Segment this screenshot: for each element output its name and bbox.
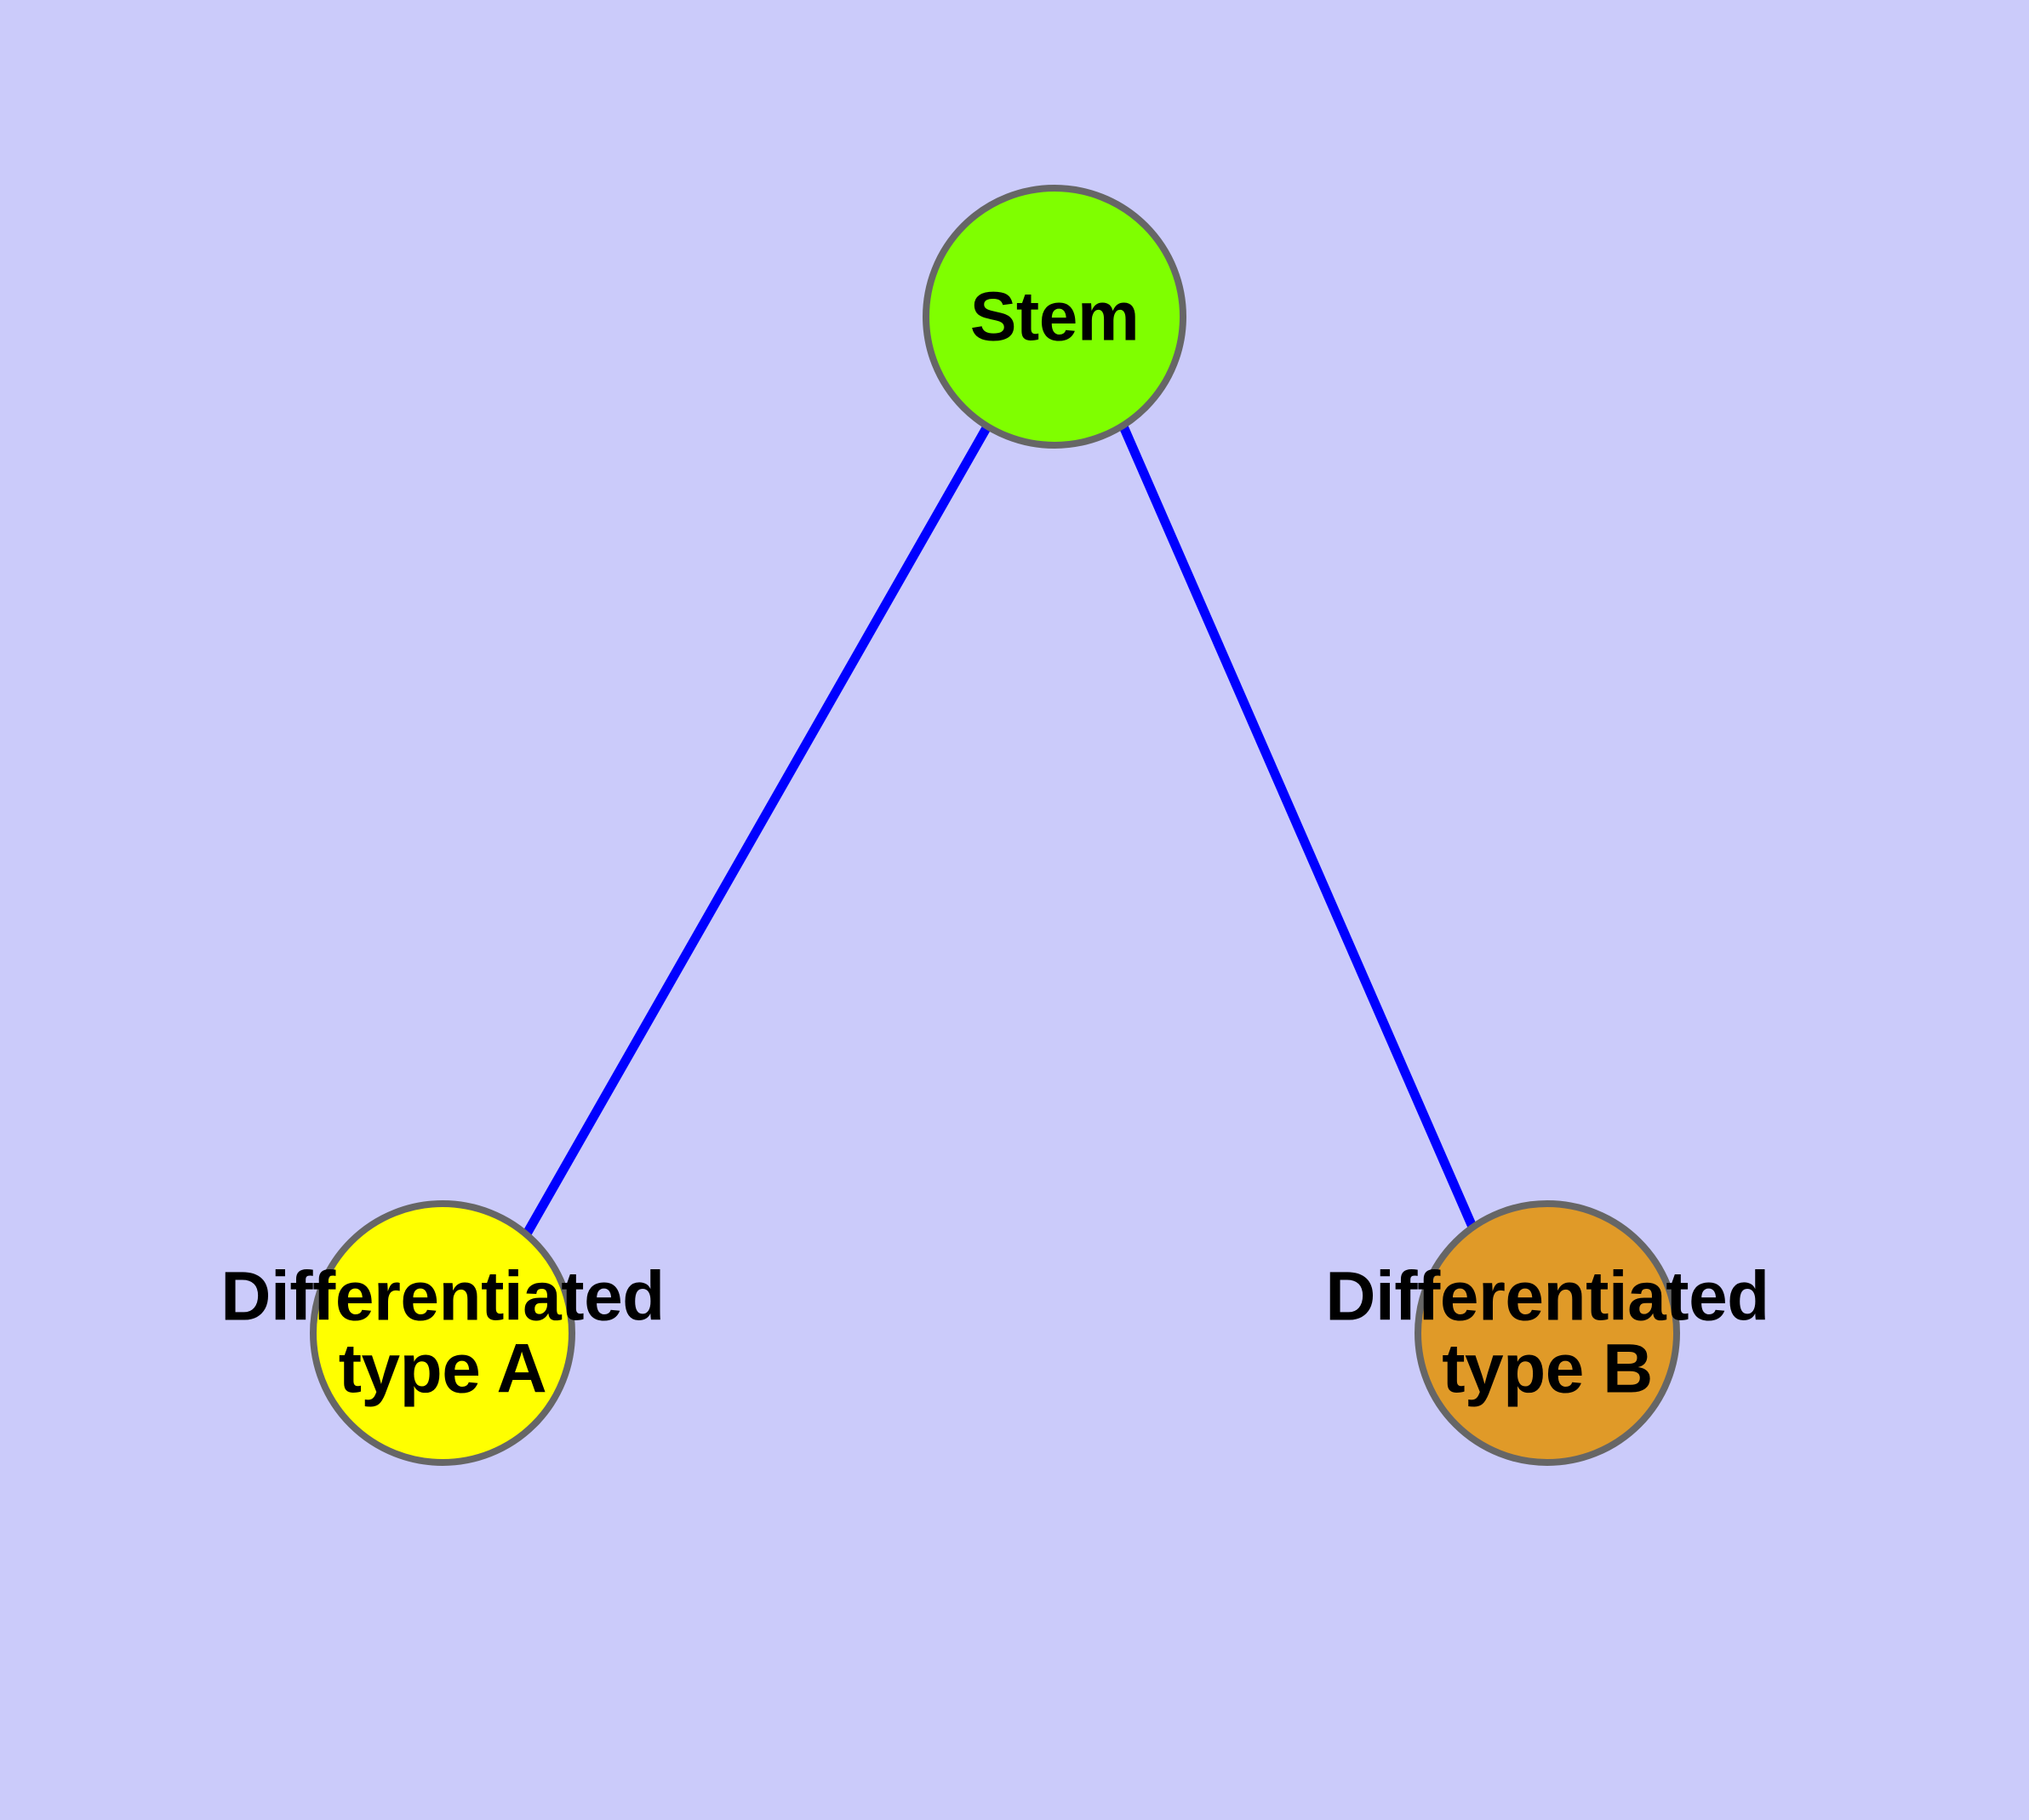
graph-node-diff_b[interactable] [1415,1200,1680,1466]
graph-edge[interactable] [1118,424,1480,1235]
graph-node-stem[interactable] [923,185,1186,449]
edges-layer [522,424,1480,1238]
graph-edge[interactable] [522,424,992,1238]
graph-node-diff_a[interactable] [310,1200,575,1466]
nodes-layer [310,185,1680,1466]
